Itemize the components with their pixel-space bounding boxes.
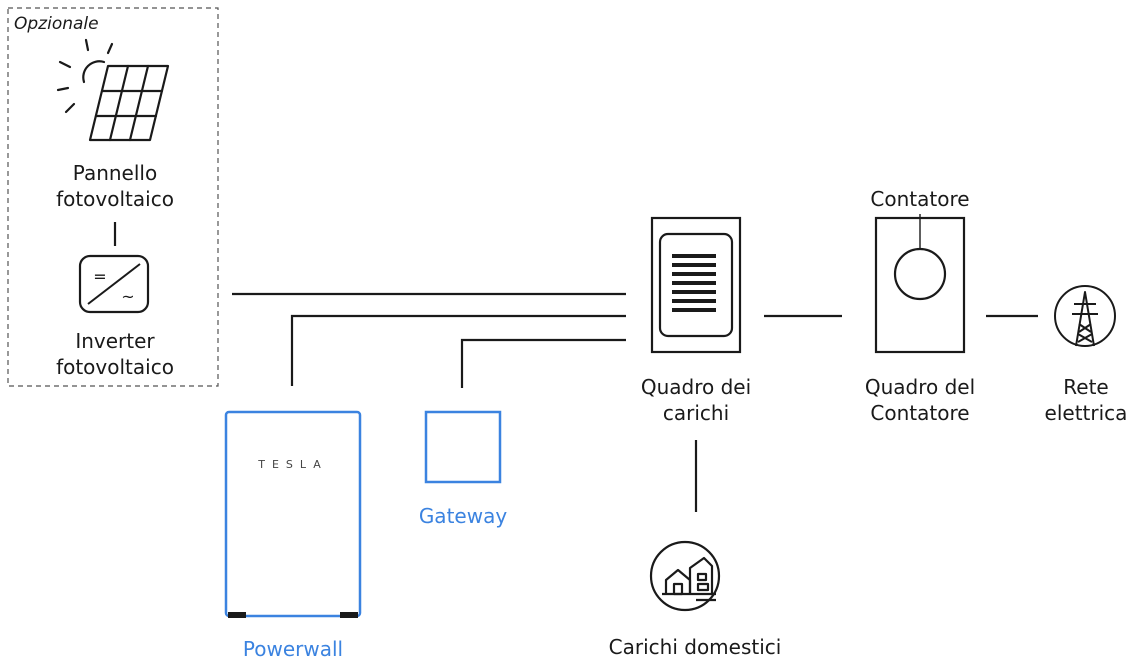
load-panel-label-line2: carichi xyxy=(662,401,730,425)
powerwall-to-load-panel-wire xyxy=(290,314,626,386)
load-panel-icon xyxy=(650,216,742,354)
dc-symbol: = xyxy=(93,267,106,286)
powerwall-foot-right xyxy=(340,612,358,618)
tesla-brand-logo: TESLA xyxy=(257,458,328,471)
grid-label-line2: elettrica xyxy=(1044,401,1128,425)
gateway-box xyxy=(424,410,502,484)
powerwall-label: Powerwall xyxy=(242,637,344,661)
solar-panel-label-line2: fotovoltaico xyxy=(56,187,174,211)
electrical-tower-icon xyxy=(1054,285,1116,347)
optional-dashed-box xyxy=(7,7,219,387)
solar-panel-icon xyxy=(56,38,170,142)
solar-panel-label-line1: Pannello xyxy=(72,161,158,185)
breaker-rows xyxy=(672,254,716,312)
home-loads-label: Carichi domestici xyxy=(608,635,782,659)
meter-panel-label-line2: Contatore xyxy=(870,401,970,425)
optional-label: Opzionale xyxy=(14,14,99,34)
wires xyxy=(232,292,1038,512)
grid-label: Rete elettrica xyxy=(1036,374,1136,426)
powerwall-body xyxy=(224,410,362,618)
house-icon xyxy=(649,540,721,612)
meter-panel-label-line1: Quadro del xyxy=(864,375,976,399)
meter-panel-label: Quadro del Contatore xyxy=(820,374,1020,426)
inverter-label-line1: Inverter xyxy=(75,329,155,353)
ac-symbol: ~ xyxy=(121,287,134,306)
powerwall-unit: TESLA xyxy=(224,410,362,618)
gateway-label: Gateway xyxy=(418,504,508,528)
grid-label-line1: Rete xyxy=(1063,375,1109,399)
powerwall-foot-left xyxy=(228,612,246,618)
inverter-label-line2: fotovoltaico xyxy=(56,355,174,379)
meter-panel-icon xyxy=(874,214,966,354)
gateway-to-load-panel-wire xyxy=(460,338,626,388)
load-panel-label-line1: Quadro dei xyxy=(640,375,752,399)
meter-label: Contatore xyxy=(870,187,970,211)
solar-panel-label: Pannello fotovoltaico xyxy=(15,160,215,212)
inverter-label: Inverter fotovoltaico xyxy=(15,328,215,380)
inverter-icon: = ~ xyxy=(78,254,150,314)
load-panel-label: Quadro dei carichi xyxy=(596,374,796,426)
